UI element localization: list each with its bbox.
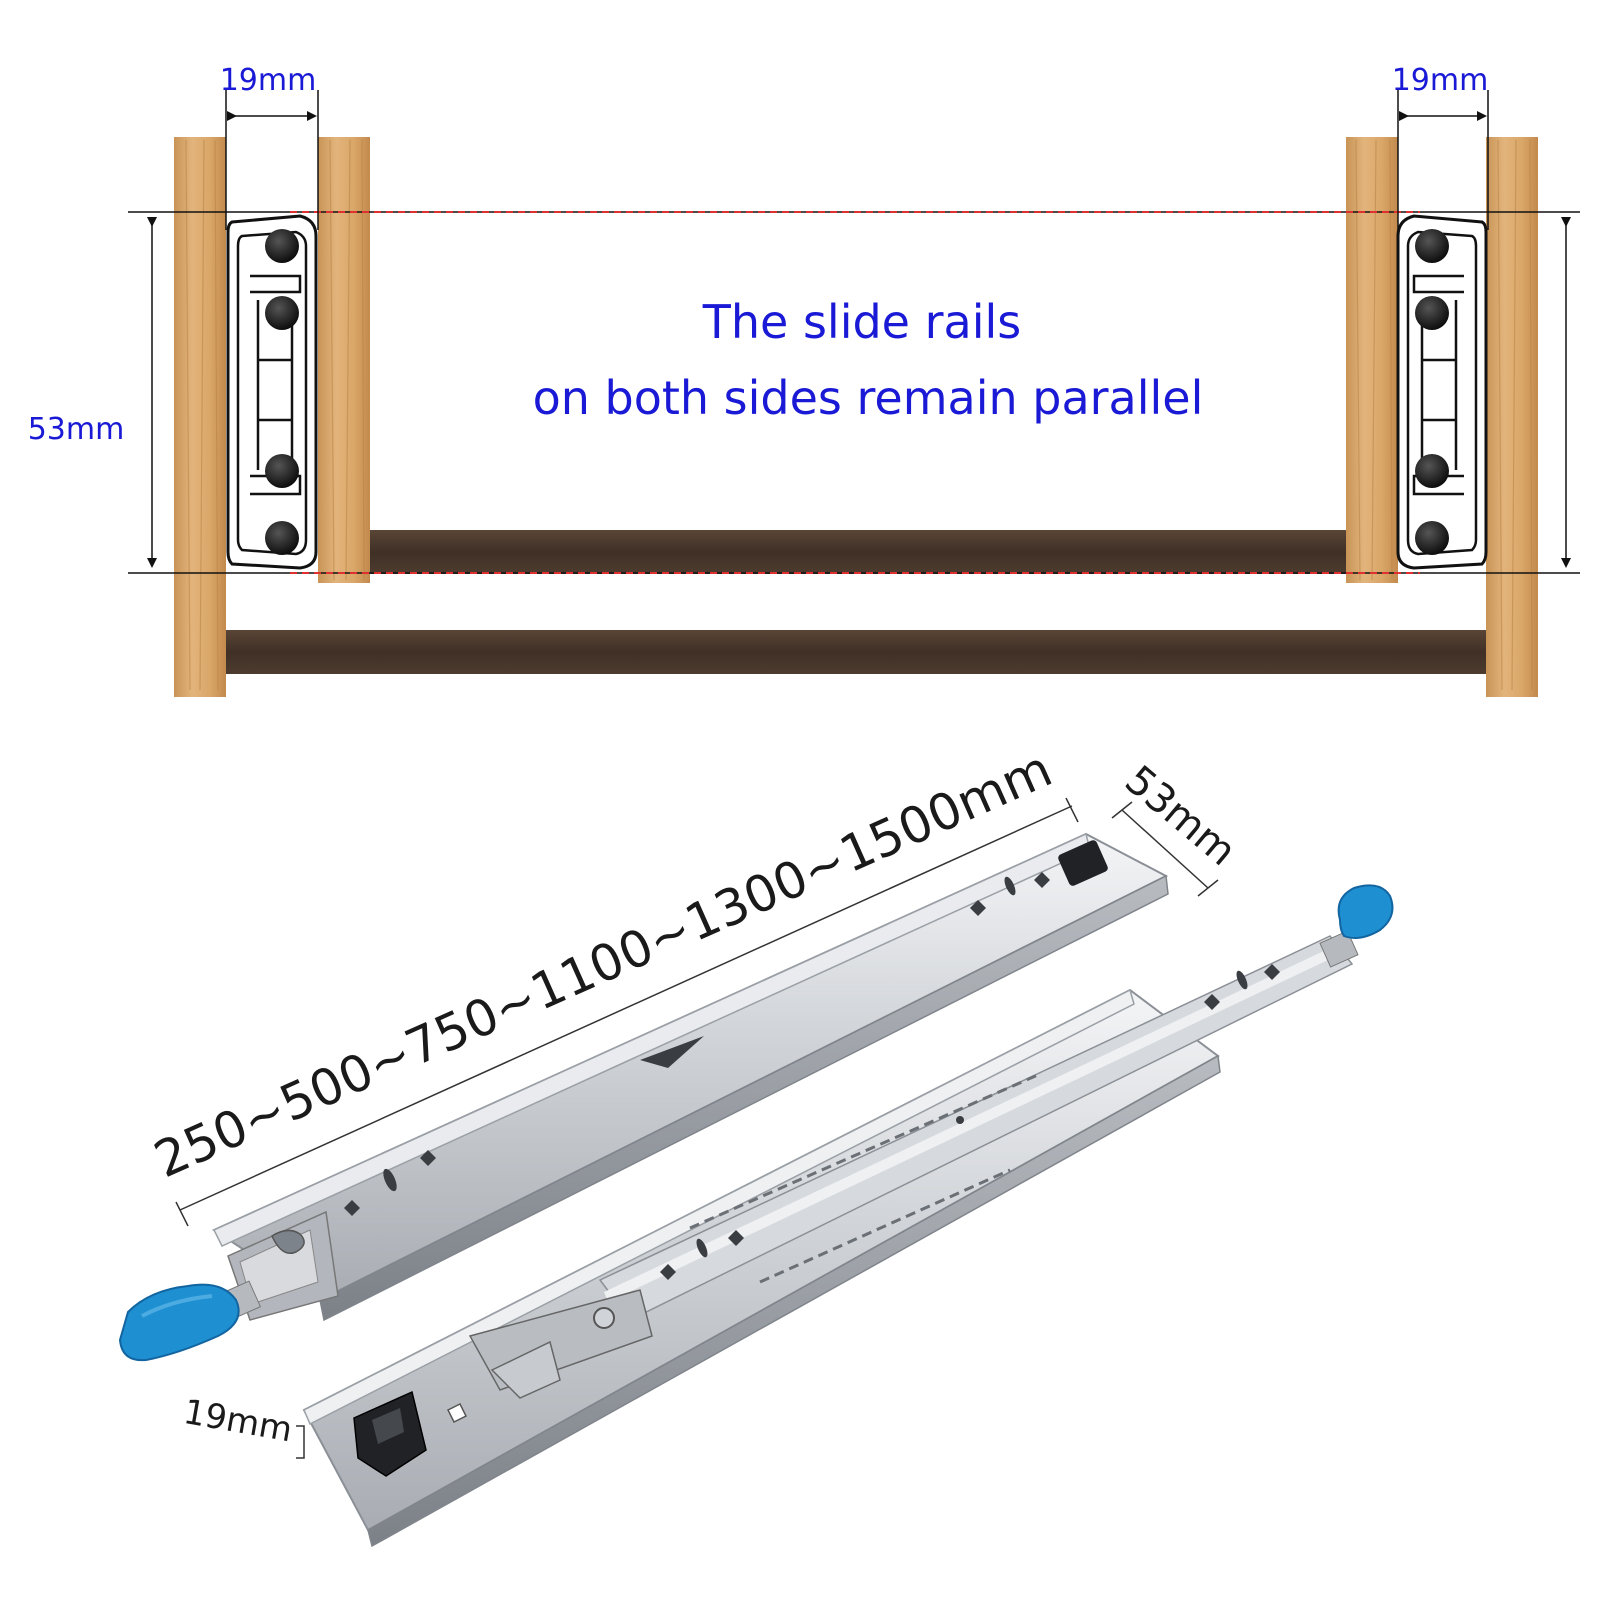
- rail-lower-holes: [660, 964, 1280, 1280]
- height-dimension-line: [1121, 809, 1209, 889]
- right-rail-profile: [1396, 214, 1488, 570]
- thickness-bracket: [296, 1425, 305, 1459]
- rail-upper-black-catch: [1058, 840, 1108, 886]
- rail-lower: [302, 935, 1354, 1548]
- cabinet-cross-section: 19mm 19mm 53mm The slide rails on both s…: [28, 63, 1580, 697]
- wood-grain: [185, 139, 1533, 691]
- latch-rivet: [593, 1307, 615, 1329]
- right-rail-balls: [1415, 229, 1449, 555]
- product-height-label: 53mm: [1116, 757, 1244, 875]
- left-width-label: 19mm: [220, 63, 317, 98]
- length-dim-tick-2: [1065, 797, 1079, 823]
- length-dimension-line: [179, 805, 1073, 1211]
- blue-release-lever-right: [1319, 884, 1394, 968]
- height-dim-tick-1: [1111, 801, 1133, 819]
- caption-line-2: on both sides remain parallel: [533, 371, 1204, 425]
- left-rail-profile: [226, 214, 318, 570]
- height-label: 53mm: [28, 412, 125, 447]
- cabinet-right-side: [1486, 137, 1538, 697]
- drawer-bottom-board: [368, 530, 1348, 574]
- rail-upper: [211, 832, 1169, 1322]
- ball-cage-tracks: [689, 1072, 1041, 1284]
- length-dim-tick-1: [175, 1201, 189, 1227]
- left-rail-balls: [265, 229, 299, 555]
- cabinet-bottom-board: [222, 630, 1490, 674]
- caption-line-1: The slide rails: [702, 295, 1021, 349]
- rail-upper-hook: [271, 1229, 305, 1254]
- height-dim-tick-2: [1197, 879, 1219, 897]
- slide-rail-product: 250~500~750~1100~1300~1500mm 53mm 19mm: [118, 740, 1394, 1548]
- blue-release-lever-left: [118, 1280, 262, 1362]
- thickness-label: 19mm: [181, 1392, 296, 1450]
- rail-upper-holes: [344, 872, 1050, 1216]
- right-width-label: 19mm: [1392, 63, 1489, 98]
